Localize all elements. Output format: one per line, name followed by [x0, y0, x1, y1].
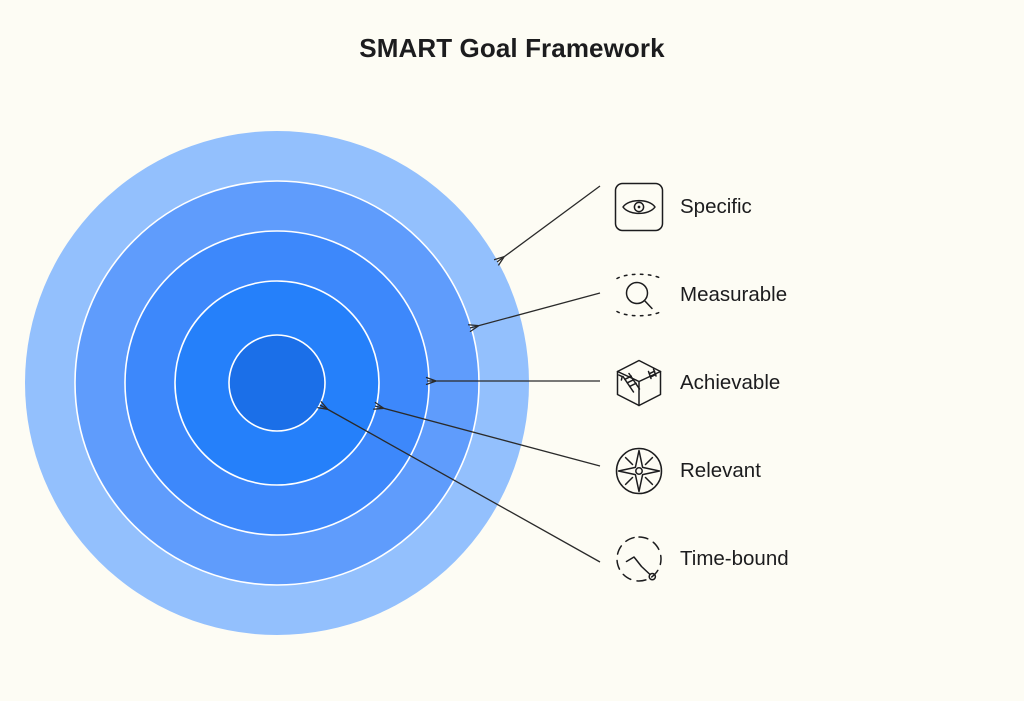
legend-label: Achievable: [680, 371, 781, 394]
arrow-measurable: [470, 292, 601, 328]
clock-icon: [611, 531, 667, 587]
legend-item-specific[interactable]: Specific: [611, 176, 752, 238]
eye-icon: [611, 179, 667, 235]
arrow-time-bound: [320, 405, 601, 563]
magnifier-icon: [611, 267, 667, 323]
legend-item-time-bound[interactable]: Time-bound: [611, 528, 789, 590]
legend-item-achievable[interactable]: Achievable: [611, 352, 780, 414]
legend-item-measurable[interactable]: Measurable: [611, 264, 787, 326]
legend-label: Measurable: [680, 283, 788, 306]
box-ladder-icon: [611, 355, 667, 411]
legend-label: Specific: [680, 195, 752, 218]
arrow-specific: [497, 185, 601, 262]
page-title: SMART Goal Framework: [359, 33, 665, 63]
legend-item-relevant[interactable]: Relevant: [611, 440, 761, 502]
concentric-rings: [25, 131, 529, 635]
compass-icon: [611, 443, 667, 499]
legend-label: Relevant: [680, 459, 761, 482]
legend-label: Time-bound: [680, 547, 789, 570]
callout-arrows: [320, 185, 601, 563]
arrow-relevant: [375, 406, 601, 467]
ring-time-bound[interactable]: [228, 334, 326, 432]
